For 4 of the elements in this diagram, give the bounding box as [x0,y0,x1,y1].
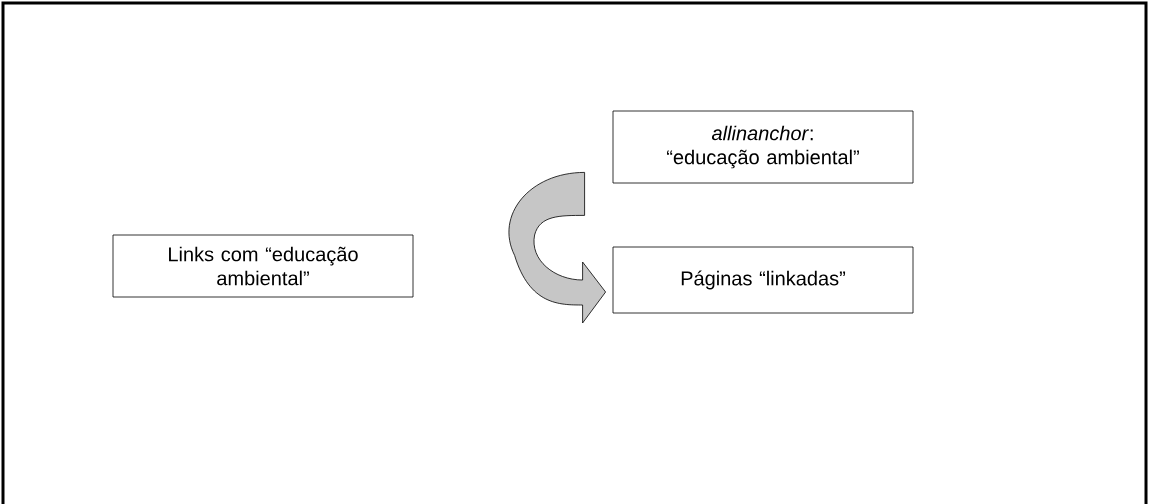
text-box: Links com “educação ambiental” [112,234,414,298]
text-box: allinanchor: “educação ambiental” [612,110,914,184]
text-box: Páginas “linkadas” [612,246,914,314]
curved-arrow [508,172,606,324]
